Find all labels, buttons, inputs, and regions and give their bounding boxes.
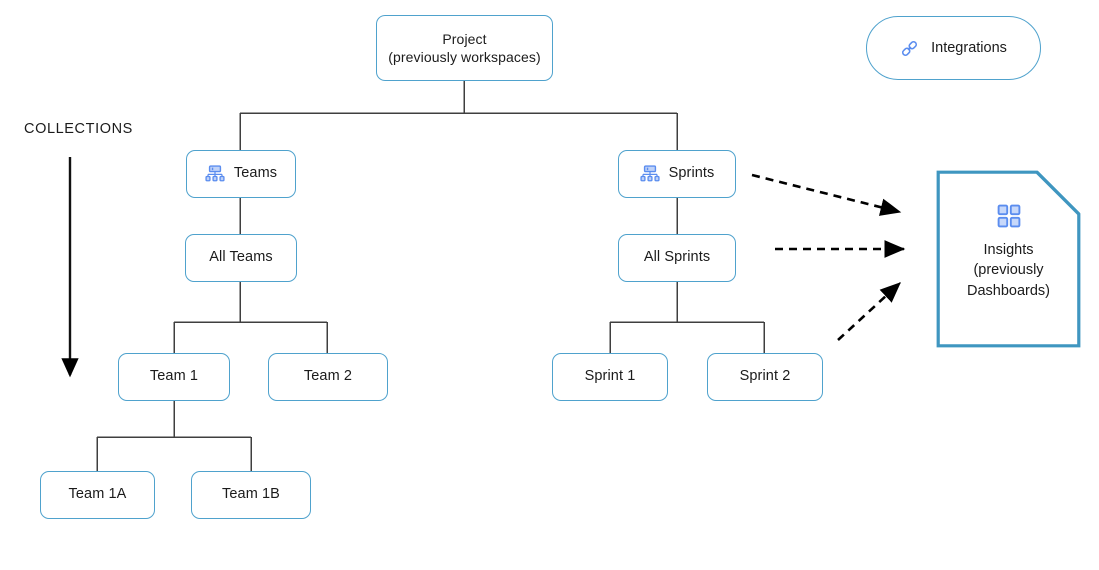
document-shape (936, 170, 1081, 348)
node-team-1a-label: Team 1A (68, 486, 127, 503)
collections-caption: COLLECTIONS (24, 121, 133, 137)
node-sprints-label: Sprints (668, 165, 715, 182)
node-all-sprints-label: All Sprints (643, 249, 711, 266)
node-team-1b-label: Team 1B (222, 486, 280, 503)
node-project-label: Project (previously workspaces) (388, 30, 541, 65)
node-sprint-1[interactable]: Sprint 1 (552, 353, 668, 401)
node-team-2-label: Team 2 (303, 368, 353, 385)
edge-sprints-to-insights (751, 173, 902, 216)
node-sprint-2-label: Sprint 2 (739, 368, 791, 385)
node-project[interactable]: Project (previously workspaces) (376, 15, 553, 81)
node-all-teams[interactable]: All Teams (185, 234, 297, 282)
edge-sprint2-to-insights (837, 282, 901, 341)
link-icon (900, 39, 919, 58)
sitemap-icon (205, 164, 225, 184)
node-team-1-label: Team 1 (149, 368, 199, 385)
grid-icon (997, 204, 1021, 228)
node-insights[interactable]: Insights (previously Dashboards) (936, 170, 1081, 348)
node-all-sprints[interactable]: All Sprints (618, 234, 736, 282)
node-sprints[interactable]: Sprints (618, 150, 736, 198)
node-team-1b[interactable]: Team 1B (191, 471, 311, 519)
node-insights-label: Insights (previously Dashboards) (966, 242, 1050, 299)
sitemap-icon (639, 164, 660, 184)
node-teams-label: Teams (233, 165, 278, 182)
node-team-1[interactable]: Team 1 (118, 353, 230, 401)
node-team-2[interactable]: Team 2 (268, 353, 388, 401)
node-integrations[interactable]: Integrations (866, 16, 1041, 80)
node-teams[interactable]: Teams (186, 150, 296, 198)
node-integrations-label: Integrations (931, 40, 1007, 56)
node-all-teams-label: All Teams (209, 249, 273, 266)
node-sprint-2[interactable]: Sprint 2 (707, 353, 823, 401)
node-sprint-1-label: Sprint 1 (584, 368, 636, 385)
node-team-1a[interactable]: Team 1A (40, 471, 155, 519)
